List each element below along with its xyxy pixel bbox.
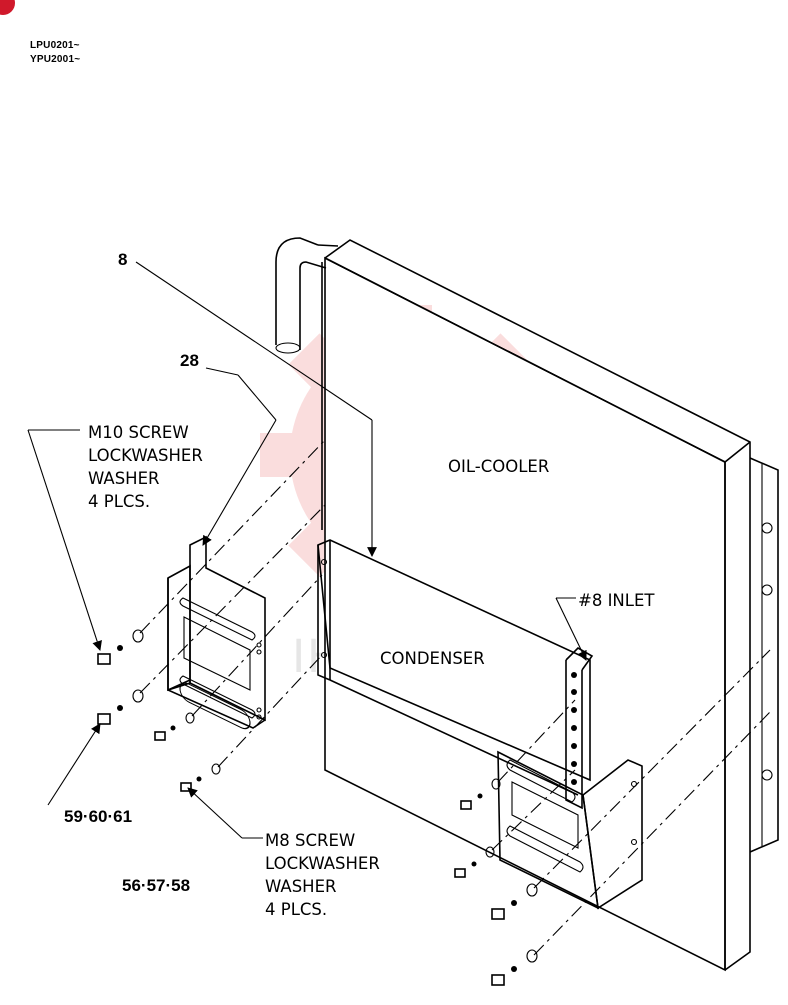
fastener-stacks bbox=[97, 629, 538, 986]
m8-hardware-note: M8 SCREW LOCKWASHER WASHER 4 PLCS. bbox=[265, 831, 380, 919]
m10-hardware-note: M10 SCREW LOCKWASHER WASHER 4 PLCS. bbox=[88, 423, 203, 511]
svg-text:LOCKWASHER: LOCKWASHER bbox=[265, 854, 380, 873]
condenser-unit bbox=[317, 539, 594, 810]
serial-range-1: LPU0201~ bbox=[30, 40, 80, 51]
right-mounting-bracket bbox=[497, 750, 643, 910]
callout-56-57-58: 56·57·58 bbox=[122, 876, 190, 895]
label-inlet: #8 INLET bbox=[578, 591, 655, 610]
svg-text:WASHER: WASHER bbox=[265, 877, 336, 896]
assembly-centerlines bbox=[139, 439, 771, 956]
serial-range-2: YPU2001~ bbox=[30, 54, 81, 65]
svg-text:4 PLCS.: 4 PLCS. bbox=[88, 492, 150, 511]
label-condenser: CONDENSER bbox=[380, 649, 485, 668]
callout-8: 8 bbox=[118, 250, 127, 269]
svg-text:LOCKWASHER: LOCKWASHER bbox=[88, 446, 203, 465]
svg-text:M8 SCREW: M8 SCREW bbox=[265, 831, 355, 850]
svg-text:WASHER: WASHER bbox=[88, 469, 159, 488]
corner-badge bbox=[0, 0, 15, 15]
label-oil-cooler: OIL-COOLER bbox=[448, 457, 549, 476]
left-mounting-bracket bbox=[167, 535, 266, 730]
svg-text:M10 SCREW: M10 SCREW bbox=[88, 423, 189, 442]
callout-28: 28 bbox=[180, 351, 199, 370]
oil-cooler-unit bbox=[275, 237, 779, 972]
svg-text:4 PLCS.: 4 PLCS. bbox=[265, 900, 327, 919]
callout-59-60-61: 59·60·61 bbox=[64, 807, 132, 826]
leader-lines bbox=[27, 261, 587, 839]
